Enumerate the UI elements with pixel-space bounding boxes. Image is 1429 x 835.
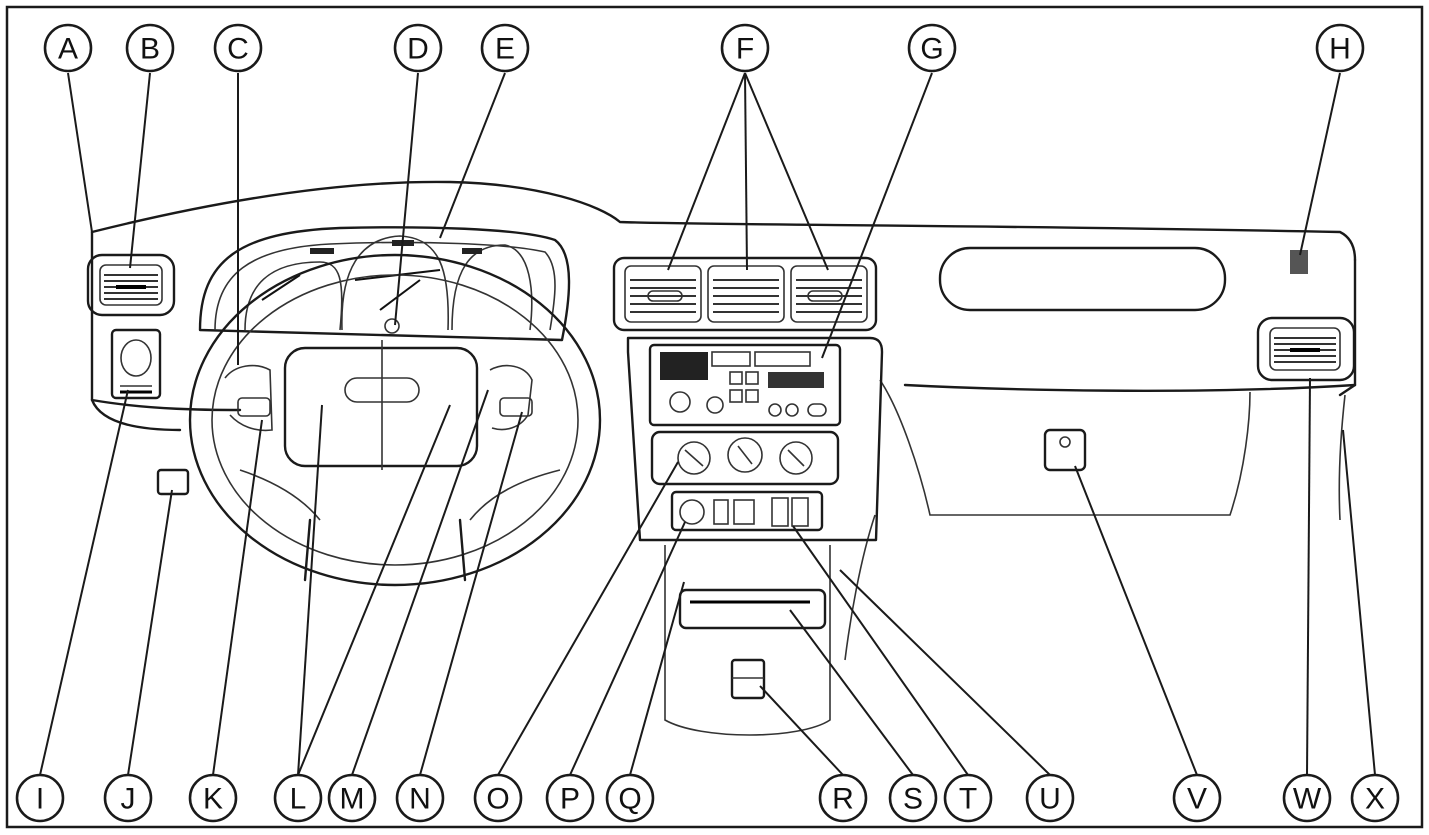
leader-K xyxy=(212,419,263,776)
leader-A xyxy=(67,72,93,233)
callout-A: A xyxy=(43,23,93,73)
leader-F3 xyxy=(744,72,829,271)
callout-C: C xyxy=(213,23,263,73)
callout-label-M: M xyxy=(340,783,365,816)
callout-I: I xyxy=(15,773,65,823)
leader-R xyxy=(759,685,844,776)
leader-P xyxy=(569,521,686,776)
callout-label-Q: Q xyxy=(618,783,641,816)
callout-N: N xyxy=(395,773,445,823)
callout-label-S: S xyxy=(903,783,923,816)
callout-label-T: T xyxy=(959,783,977,816)
callout-label-G: G xyxy=(920,33,943,66)
leader-J xyxy=(127,489,173,776)
callout-label-W: W xyxy=(1293,783,1322,816)
callout-O: O xyxy=(473,773,523,823)
callout-V: V xyxy=(1172,773,1222,823)
callout-R: R xyxy=(818,773,868,823)
leader-L2 xyxy=(297,404,451,776)
callout-X: X xyxy=(1350,773,1400,823)
callout-K: K xyxy=(188,773,238,823)
diagram-frame xyxy=(5,5,1424,829)
callout-label-L: L xyxy=(290,783,307,816)
callout-U: U xyxy=(1025,773,1075,823)
callout-label-I: I xyxy=(36,783,44,816)
callout-D: D xyxy=(393,23,443,73)
leader-X xyxy=(1342,429,1376,776)
callout-label-D: D xyxy=(407,33,429,66)
callout-W: W xyxy=(1282,773,1332,823)
leader-lines xyxy=(39,72,1376,776)
leader-G xyxy=(821,72,933,359)
callout-label-O: O xyxy=(486,783,509,816)
callout-label-F: F xyxy=(736,33,754,66)
callout-label-N: N xyxy=(409,783,431,816)
callout-M: M xyxy=(327,773,377,823)
callout-label-A: A xyxy=(58,33,78,66)
callouts-top: A B C D E F G H xyxy=(43,23,1365,73)
leader-H xyxy=(1299,72,1341,256)
callout-H: H xyxy=(1315,23,1365,73)
leader-D xyxy=(394,72,419,326)
callout-label-X: X xyxy=(1365,783,1385,816)
leader-N xyxy=(419,411,523,776)
callout-B: B xyxy=(125,23,175,73)
callout-label-C: C xyxy=(227,33,249,66)
callout-label-H: H xyxy=(1329,33,1351,66)
leader-W xyxy=(1306,377,1311,776)
callout-S: S xyxy=(888,773,938,823)
callout-G: G xyxy=(907,23,957,73)
callout-J: J xyxy=(103,773,153,823)
callout-E: E xyxy=(480,23,530,73)
callout-P: P xyxy=(545,773,595,823)
leader-M xyxy=(351,389,489,776)
callout-T: T xyxy=(943,773,993,823)
callout-label-U: U xyxy=(1039,783,1061,816)
callout-Q: Q xyxy=(605,773,655,823)
leader-B xyxy=(129,72,151,269)
callout-label-R: R xyxy=(832,783,854,816)
callout-label-B: B xyxy=(140,33,160,66)
callout-label-K: K xyxy=(203,783,223,816)
leader-Q xyxy=(629,581,685,776)
callout-L: L xyxy=(273,773,323,823)
callout-label-J: J xyxy=(121,783,136,816)
callout-label-V: V xyxy=(1187,783,1207,816)
leader-E xyxy=(439,72,506,239)
leader-F2 xyxy=(744,72,748,271)
leader-V xyxy=(1074,465,1198,776)
dashboard-artwork xyxy=(86,180,1357,736)
callout-label-E: E xyxy=(495,33,515,66)
leader-I xyxy=(39,389,129,776)
leader-F1 xyxy=(667,72,746,271)
callouts-bottom: I J K L M N O P Q R S T U V W X xyxy=(15,773,1400,823)
leader-U xyxy=(839,569,1051,776)
callout-label-P: P xyxy=(560,783,580,816)
leader-S xyxy=(789,609,914,776)
leader-T xyxy=(792,525,969,776)
callout-F: F xyxy=(720,23,770,73)
leader-O xyxy=(497,461,679,776)
leader-L1 xyxy=(297,404,323,776)
